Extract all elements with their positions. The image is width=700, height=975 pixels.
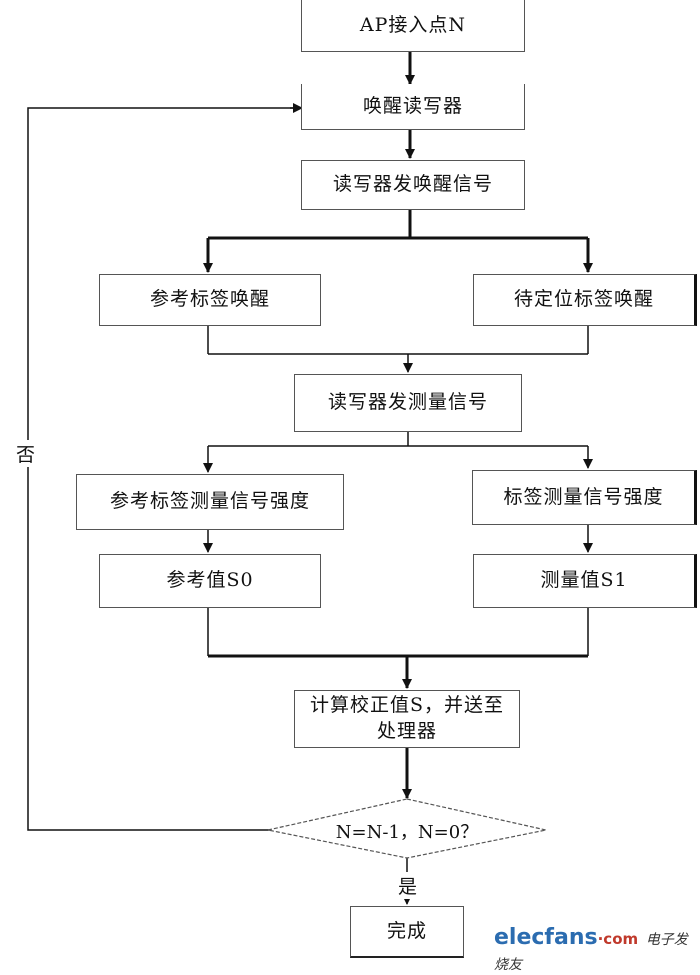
measured-value-label: 测量值S1 [540, 569, 628, 592]
done-label: 完成 [386, 919, 427, 942]
yes-label: 是 [396, 872, 420, 899]
no-label: 否 [16, 440, 36, 467]
target-tag-wake-box: 待定位标签唤醒 [473, 274, 697, 326]
watermark-logo: elecfans·com 电子发烧友 [494, 925, 700, 975]
watermark-dotcom: ·com [597, 930, 639, 948]
done-box: 完成 [350, 906, 464, 958]
calc-correction-box: 计算校正值S，并送至处理器 [294, 690, 520, 748]
ref-tag-wake-label: 参考标签唤醒 [149, 288, 270, 311]
tag-measure-box: 标签测量信号强度 [472, 470, 697, 525]
target-tag-wake-label: 待定位标签唤醒 [513, 288, 654, 311]
ref-tag-measure-label: 参考标签测量信号强度 [109, 490, 310, 513]
reader-send-wake-label: 读写器发唤醒信号 [332, 173, 493, 196]
reader-send-measure-box: 读写器发测量信号 [294, 374, 522, 432]
ref-tag-wake-box: 参考标签唤醒 [99, 274, 321, 326]
wake-reader-label: 唤醒读写器 [362, 94, 463, 117]
measured-value-box: 测量值S1 [473, 554, 697, 608]
decision-diamond [267, 798, 547, 859]
watermark-brand: elecfans [494, 925, 598, 950]
ref-tag-measure-box: 参考标签测量信号强度 [76, 474, 344, 530]
wake-reader-box: 唤醒读写器 [301, 84, 525, 130]
reader-send-measure-label: 读写器发测量信号 [327, 391, 488, 414]
reader-send-wake-box: 读写器发唤醒信号 [301, 160, 525, 210]
start-box: AP接入点N [301, 0, 525, 52]
tag-measure-label: 标签测量信号强度 [503, 485, 664, 508]
ref-value-box: 参考值S0 [99, 554, 321, 608]
start-label: AP接入点N [359, 13, 467, 36]
calc-correction-label: 计算校正值S，并送至处理器 [309, 694, 505, 742]
loop-back-line [27, 107, 298, 831]
decision-label: N=N-1，N=0？ [335, 822, 479, 843]
ref-value-label: 参考值S0 [166, 569, 254, 592]
